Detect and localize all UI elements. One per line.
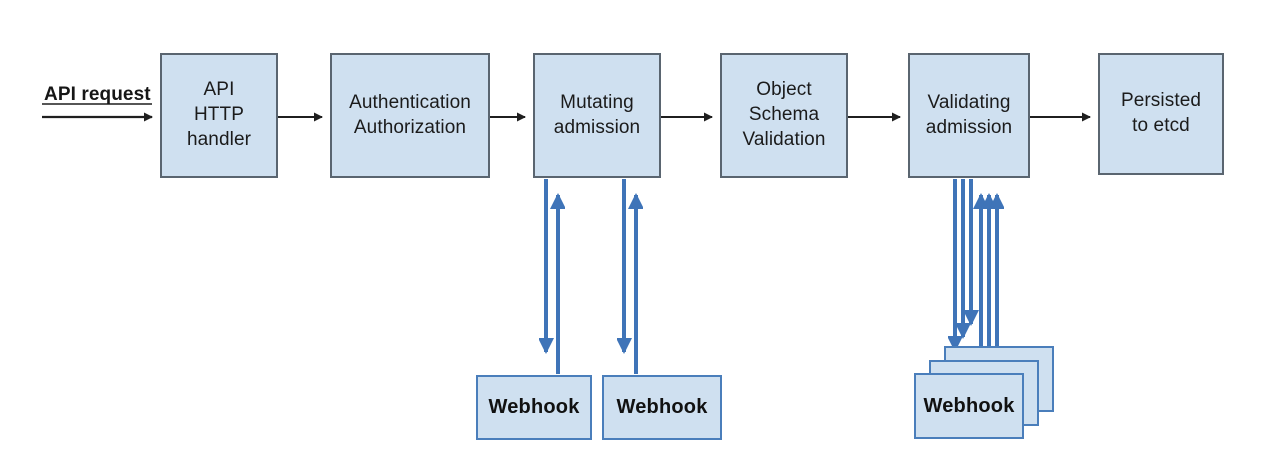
webhook-mutating-1[interactable]: Webhook (476, 375, 592, 440)
node-validating-admission[interactable]: Validating admission (908, 53, 1030, 178)
node-mutating-admission[interactable]: Mutating admission (533, 53, 661, 178)
node-persisted-to-etcd[interactable]: Persisted to etcd (1098, 53, 1224, 175)
webhook-validating-front[interactable]: Webhook (914, 373, 1024, 439)
node-authentication-authorization[interactable]: Authentication Authorization (330, 53, 490, 178)
validating-call-3 (971, 179, 997, 372)
validating-call-1 (955, 179, 981, 372)
mutating-call-1 (546, 179, 558, 374)
validating-call-2 (963, 179, 989, 372)
entry-label: API request (44, 84, 151, 105)
node-object-schema-validation[interactable]: Object Schema Validation (720, 53, 848, 178)
mutating-call-2 (624, 179, 636, 374)
node-api-http-handler[interactable]: API HTTP handler (160, 53, 278, 178)
webhook-mutating-2[interactable]: Webhook (602, 375, 722, 440)
